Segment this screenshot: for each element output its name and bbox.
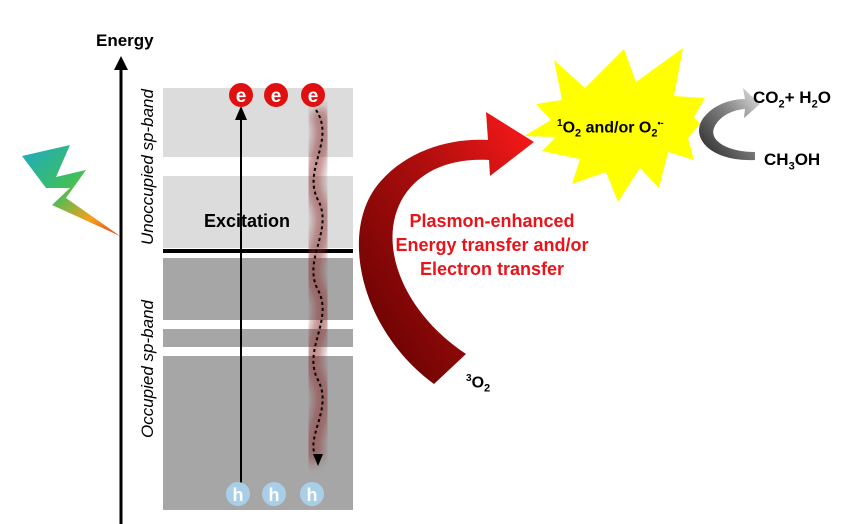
svg-text:e: e (308, 86, 319, 107)
svg-text:h: h (307, 485, 318, 505)
plasmon-transfer-arrow (358, 112, 534, 384)
svg-text:h: h (269, 485, 280, 505)
transfer-label: Plasmon-enhanced Energy transfer and/or … (372, 209, 612, 281)
occupied-band-label: Occupied sp-band (138, 300, 157, 438)
curved-arrow-icon (699, 88, 760, 161)
electron-3: e (301, 83, 325, 107)
excitation-arrow (235, 106, 247, 488)
transfer-label-line-3: Electron transfer (419, 259, 565, 279)
energy-axis (114, 56, 128, 524)
energy-axis-label: Energy (96, 31, 154, 50)
electron-2: e (264, 83, 288, 107)
transfer-label-line-2: Energy transfer and/or (395, 235, 589, 255)
relaxation-path (304, 105, 332, 466)
unoccupied-band-label: Unoccupied sp-band (138, 89, 157, 245)
svg-text:h: h (233, 485, 244, 505)
singlet-superscript: 1 (557, 118, 563, 129)
products-label: CO2+ H2O (753, 88, 831, 111)
hole-1: h (226, 482, 250, 506)
transfer-label-line-1: Plasmon-enhanced (409, 211, 575, 231)
hole-3: h (300, 482, 324, 506)
electron-1: e (229, 83, 253, 107)
hole-2: h (262, 482, 286, 506)
burst-star-icon (524, 48, 705, 202)
excitation-label: Excitation (204, 211, 291, 231)
triplet-oxygen-label: 3O2 (466, 373, 491, 395)
svg-text:e: e (271, 86, 282, 107)
lightning-bolt-icon (22, 145, 120, 236)
svg-text:e: e (236, 86, 247, 107)
reactive-species-label: 1O2 and/or O2•- (557, 118, 664, 140)
reactant-label: CH3OH (764, 150, 821, 173)
radical-superscript: •- (657, 118, 664, 128)
